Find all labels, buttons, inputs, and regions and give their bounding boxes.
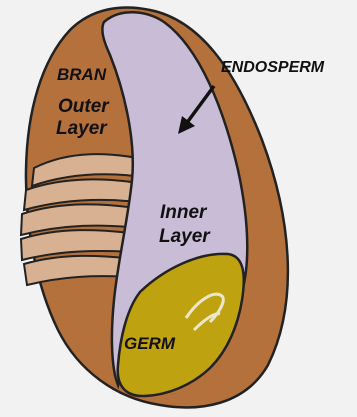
- outer-layer-label-line2: Layer: [56, 118, 108, 139]
- endosperm-label: ENDOSPERM: [221, 59, 325, 76]
- inner-layer-label-line1: Inner: [160, 202, 208, 223]
- outer-layer-label-line1: Outer: [58, 96, 110, 117]
- germ-label: GERM: [124, 334, 176, 353]
- bran-label: BRAN: [57, 65, 107, 84]
- inner-layer-label-line2: Layer: [159, 226, 211, 247]
